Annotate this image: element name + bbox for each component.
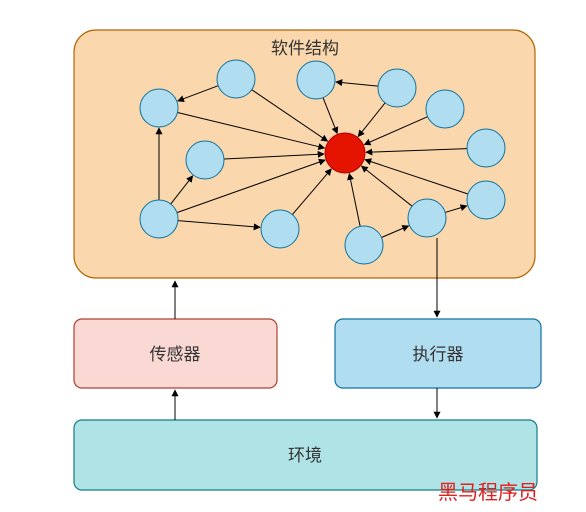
module-node-n11[interactable] bbox=[139, 199, 179, 239]
edge-n1-to-n2 bbox=[177, 85, 219, 103]
edge-n1-to-c bbox=[251, 89, 329, 142]
actuator-label: 执行器 bbox=[413, 345, 464, 365]
edge-n8-to-c bbox=[360, 165, 413, 207]
module-node-n12[interactable] bbox=[185, 140, 225, 180]
module-node-n3[interactable] bbox=[296, 60, 336, 100]
edge-n4-to-n3 bbox=[335, 79, 379, 87]
environment-label: 环境 bbox=[288, 446, 322, 466]
central-node[interactable] bbox=[324, 132, 366, 174]
edge-n3-to-c bbox=[322, 97, 339, 135]
environment-box[interactable] bbox=[73, 419, 538, 491]
sensor-label: 传感器 bbox=[150, 345, 201, 365]
module-node-n6[interactable] bbox=[466, 128, 506, 168]
edge-n5-to-c bbox=[363, 116, 428, 146]
edge-n12-to-c bbox=[223, 150, 325, 160]
actuator-box[interactable] bbox=[334, 318, 542, 389]
edges-group bbox=[155, 79, 469, 238]
software-structure-label: 软件结构 bbox=[271, 39, 339, 59]
module-node-n2[interactable] bbox=[139, 88, 179, 128]
nodes-group bbox=[139, 59, 506, 265]
edge-n10-to-c bbox=[291, 168, 332, 215]
module-node-n10[interactable] bbox=[260, 209, 300, 249]
module-node-n7[interactable] bbox=[466, 180, 506, 220]
edge-n4-to-c bbox=[357, 102, 386, 138]
edge-n2-to-c bbox=[177, 111, 326, 150]
edge-n9-to-c bbox=[347, 172, 361, 227]
module-node-n5[interactable] bbox=[425, 89, 465, 129]
edge-n8-to-n7 bbox=[445, 204, 468, 213]
module-node-n1[interactable] bbox=[216, 59, 256, 99]
edge-n11-to-n10 bbox=[177, 220, 261, 231]
module-node-n9[interactable] bbox=[344, 225, 384, 265]
watermark-text: 黑马程序员 bbox=[438, 480, 538, 504]
edge-n9-to-n8 bbox=[381, 225, 410, 238]
edge-n6-to-c bbox=[365, 148, 468, 156]
module-node-n4[interactable] bbox=[377, 68, 417, 108]
module-node-n8[interactable] bbox=[407, 198, 447, 238]
edge-n7-to-c bbox=[364, 158, 469, 195]
edge-n11-to-c bbox=[176, 158, 326, 214]
edge-n11-to-n12 bbox=[170, 175, 194, 205]
